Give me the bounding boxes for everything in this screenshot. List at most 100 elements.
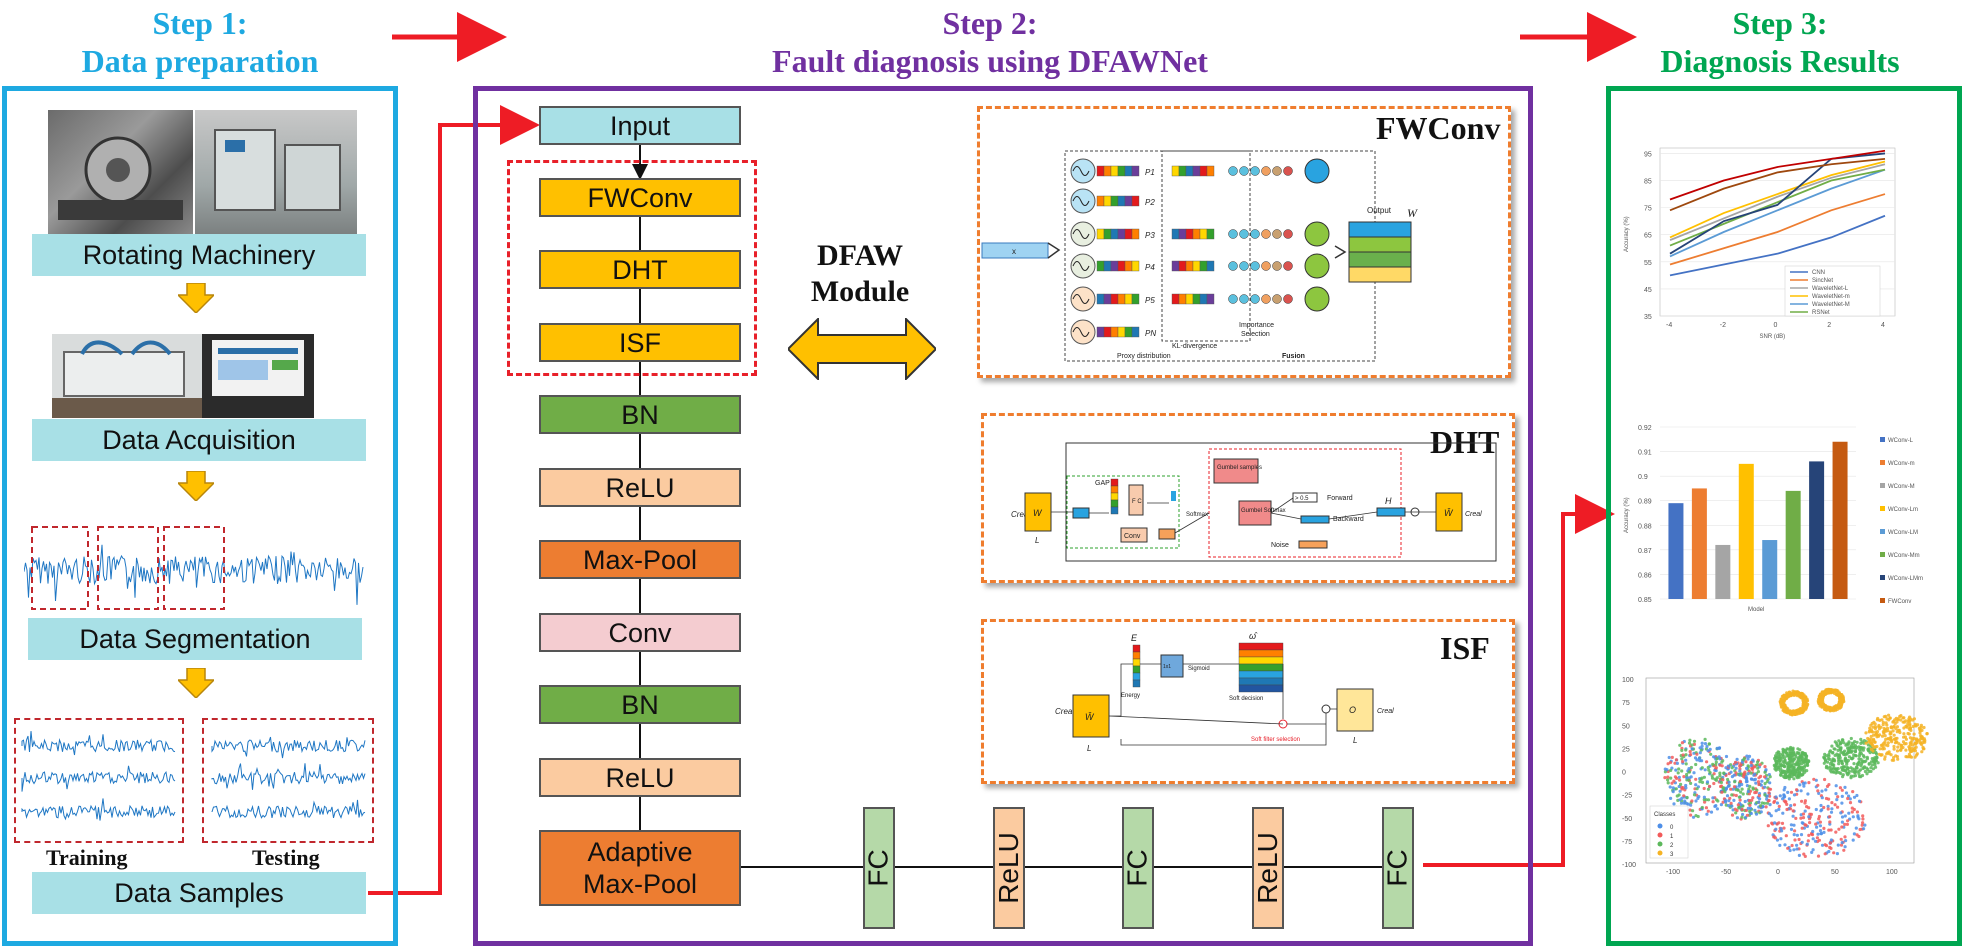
scatter-point: [1841, 694, 1845, 698]
scatter-point: [1782, 826, 1786, 830]
scatter-point: [1714, 760, 1718, 764]
scatter-point: [1791, 709, 1795, 713]
scatter-point: [1840, 841, 1844, 845]
selected-cell: [1171, 228, 1180, 240]
noise-label: Noise: [1271, 542, 1289, 549]
scatter-point: [1740, 782, 1744, 787]
scatter-point: [1879, 743, 1883, 747]
selected-cell: [1192, 260, 1201, 272]
scatter-point: [1779, 758, 1783, 762]
scatter-point: [1820, 843, 1825, 847]
scatter-point: [1670, 755, 1674, 759]
proxy-cell: [1131, 293, 1140, 305]
proxy-cell: [1124, 326, 1133, 338]
proxy-label-6: PN: [1145, 329, 1156, 338]
scatter-point: [1843, 845, 1847, 849]
scatter-point: [1892, 724, 1896, 728]
scatter-point: [1678, 789, 1682, 793]
scatter-point: [1676, 771, 1680, 775]
scatter-point: [1784, 750, 1788, 754]
selected-cell: [1171, 293, 1180, 305]
scatter-point: [1669, 776, 1673, 780]
scatter-point: [1789, 823, 1793, 827]
selected-cell: [1178, 165, 1187, 177]
scatter-point: [1873, 740, 1877, 744]
scatter-ytick: -50: [1622, 816, 1632, 823]
scatter-point: [1702, 786, 1706, 791]
proxy-label-4: P4: [1145, 263, 1155, 272]
fusion-weight: [1228, 294, 1238, 304]
output-kernel: [1304, 158, 1330, 184]
scatter-point: [1822, 826, 1826, 830]
isf-energy-cell: [1132, 644, 1141, 653]
scatter-point: [1861, 821, 1865, 825]
scatter-point: [1821, 695, 1825, 699]
scatter-point: [1803, 799, 1807, 803]
scatter-point: [1805, 758, 1809, 762]
line-legend-label: WaveletNet-m: [1812, 294, 1850, 300]
line-ytick: 35: [1644, 314, 1652, 321]
layer-adaptive-maxpool: Adaptive Max-Pool: [539, 830, 741, 906]
scatter-point: [1789, 827, 1794, 831]
scatter-point: [1826, 807, 1830, 811]
scatter-point: [1840, 825, 1844, 829]
scatter-point: [1867, 762, 1871, 766]
scatter-point: [1859, 737, 1863, 741]
scatter-point: [1671, 790, 1675, 794]
scatter-point: [1786, 846, 1790, 850]
dht-conv-label: Conv: [1124, 533, 1141, 540]
double-arrow-icon: [788, 318, 936, 380]
selected-cell: [1171, 260, 1180, 272]
scatter-point: [1789, 804, 1793, 808]
scatter-point: [1759, 810, 1763, 814]
scatter-point: [1775, 801, 1780, 805]
scatter-point: [1745, 784, 1749, 788]
fusion-weight: [1250, 166, 1260, 176]
scatter-point: [1824, 690, 1828, 694]
scatter-point: [1871, 749, 1875, 753]
bar-WConv-Lm: [1738, 463, 1754, 599]
scatter-point: [1797, 765, 1801, 769]
scatter-point: [1850, 757, 1854, 761]
scatter-point: [1869, 766, 1873, 770]
scatter-point: [1850, 810, 1854, 814]
selected-cell: [1199, 228, 1208, 240]
fusion-weight: [1272, 294, 1282, 304]
scatter-point: [1895, 720, 1899, 724]
scatter-point: [1773, 767, 1777, 771]
scatter-point: [1904, 755, 1908, 759]
scatter-point: [1873, 722, 1877, 726]
scatter-point: [1739, 772, 1743, 776]
scatter-point: [1920, 750, 1924, 754]
scatter-point: [1769, 814, 1773, 818]
output-band-2: [1348, 236, 1412, 253]
scatter-point: [1770, 821, 1774, 825]
scatter-point: [1775, 838, 1780, 842]
line-xtick: 0: [1774, 322, 1778, 329]
scatter-point: [1912, 717, 1916, 721]
scatter-point: [1724, 754, 1729, 759]
scatter-point: [1797, 759, 1801, 763]
bar-ytick: 0.91: [1638, 450, 1652, 457]
fc-2: FC: [1122, 807, 1154, 929]
scatter-point: [1782, 788, 1786, 792]
scatter-point: [1725, 794, 1730, 798]
scatter-xtick: 50: [1831, 869, 1839, 876]
proxy-cell: [1096, 165, 1105, 177]
scatter-point: [1846, 758, 1850, 763]
scatter-point: [1800, 840, 1804, 844]
scatter-point: [1715, 757, 1719, 761]
down-arrow-3: [178, 668, 214, 698]
scatter-point: [1908, 726, 1912, 730]
proxy-cell: [1117, 326, 1126, 338]
scatter-point: [1727, 804, 1731, 808]
scatter-point: [1738, 779, 1742, 783]
scatter-point: [1745, 813, 1749, 817]
scatter-point: [1830, 744, 1834, 748]
scatter-point: [1845, 762, 1849, 766]
isf-energy-cell: [1132, 658, 1141, 667]
scatter-point: [1696, 814, 1700, 819]
scatter-point: [1817, 838, 1821, 842]
scatter-point: [1835, 752, 1839, 756]
dht-creal-in: Creal: [1011, 510, 1030, 519]
